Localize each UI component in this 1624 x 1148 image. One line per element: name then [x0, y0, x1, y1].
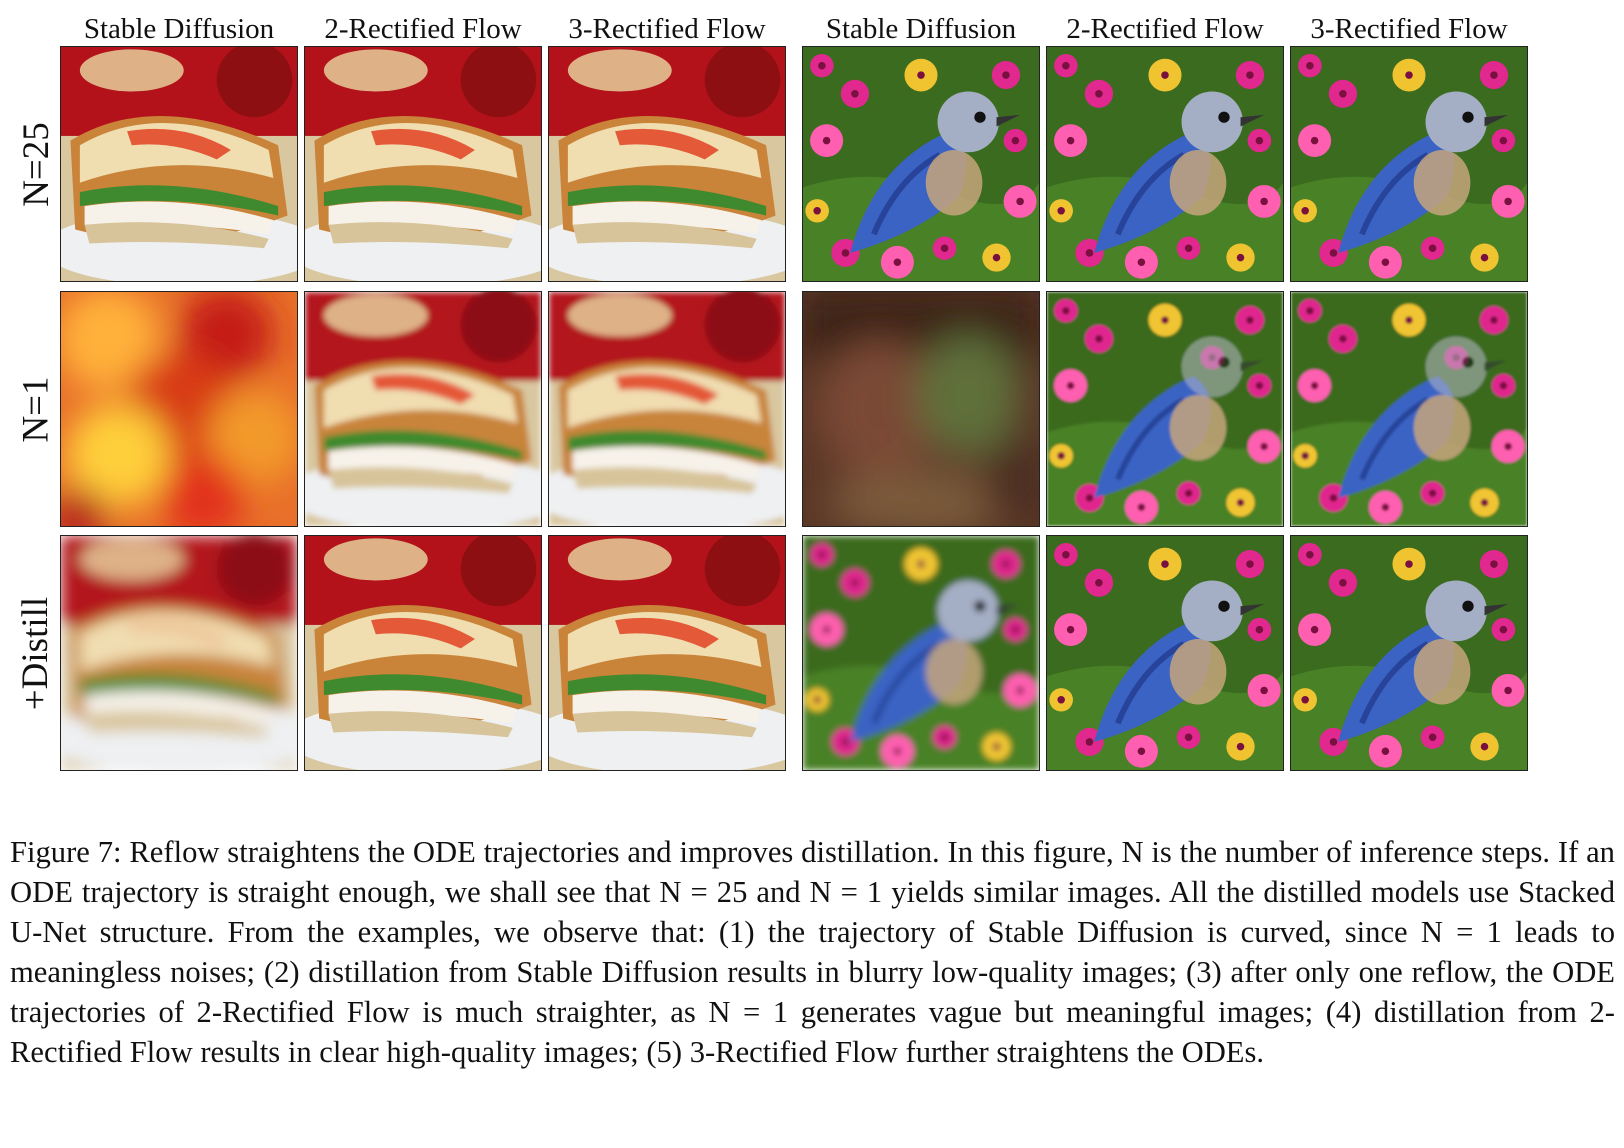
image-cell-r1-c2-sandwich-clean [304, 46, 542, 282]
image-cell-r3-c3-sandwich-clean [548, 535, 786, 771]
image-cell-r1-c6-bird-sharp [1290, 46, 1528, 282]
image-cell-r2-c4-noise-brown [802, 291, 1040, 527]
image-cell-r2-c1-noise-fire [60, 291, 298, 527]
image-cell-r2-c2-sandwich-soft [304, 291, 542, 527]
image-cell-r1-c4-bird-sharp [802, 46, 1040, 282]
caption-text: Reflow straightens the ODE trajectories … [10, 835, 1615, 1069]
image-cell-r3-c5-bird-sharp [1046, 535, 1284, 771]
image-cell-r1-c1-sandwich-sharp [60, 46, 298, 282]
figure-7: Stable Diffusion 2-Rectified Flow 3-Rect… [15, 13, 1528, 771]
row-label-n1: N=1 [15, 375, 57, 443]
col-header-right-3: 3-Rectified Flow [1310, 13, 1508, 45]
image-cell-r2-c3-sandwich-soft [548, 291, 786, 527]
image-cell-r2-c5-bird-hazy [1046, 291, 1284, 527]
image-cell-r3-c2-sandwich-clean [304, 535, 542, 771]
col-header-left-2: 2-Rectified Flow [324, 13, 522, 45]
col-header-left-3: 3-Rectified Flow [568, 13, 766, 45]
row-label-n25: N=25 [15, 121, 57, 207]
image-cell-r2-c6-bird-hazy [1290, 291, 1528, 527]
image-cell-r3-c1-sandwich-blurry [60, 535, 298, 771]
image-cell-r1-c5-bird-sharp [1046, 46, 1284, 282]
image-cell-r3-c4-bird-blurry [802, 535, 1040, 771]
image-cell-r3-c6-bird-sharp [1290, 535, 1528, 771]
col-header-right-1: Stable Diffusion [825, 13, 1017, 45]
col-header-left-1: Stable Diffusion [83, 13, 275, 45]
figure-caption: Figure 7: Reflow straightens the ODE tra… [10, 832, 1615, 1072]
caption-label: Figure 7: [10, 835, 122, 869]
image-cell-r1-c3-sandwich-clean [548, 46, 786, 282]
col-header-right-2: 2-Rectified Flow [1066, 13, 1264, 45]
row-label-distill: +Distill [15, 596, 57, 710]
